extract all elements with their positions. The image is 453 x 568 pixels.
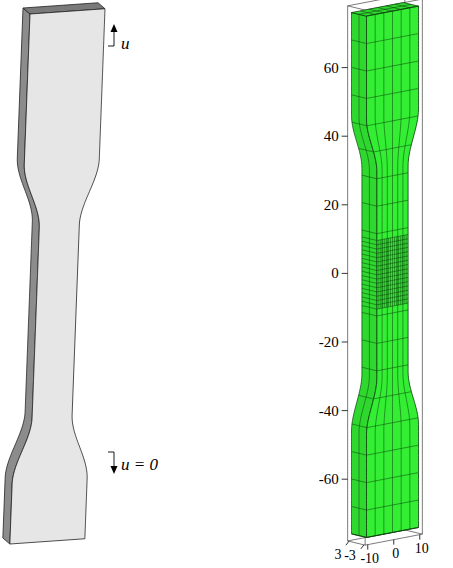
- mesh-line: [406, 235, 407, 304]
- displacement-label: u = 0: [121, 456, 158, 473]
- mesh-line: [388, 238, 389, 307]
- axis-tick: [342, 204, 348, 205]
- arrow-tick: [108, 452, 114, 453]
- mesh-line: [386, 239, 387, 308]
- axis-tick: [342, 273, 348, 274]
- mesh-line: [382, 239, 383, 308]
- specimen-illustration: [3, 3, 118, 544]
- mesh-line: [384, 13, 387, 534]
- mesh-line: [394, 237, 395, 306]
- axis-tick-label: -10: [360, 552, 379, 566]
- mesh-line: [400, 236, 401, 305]
- axis-tick: [342, 342, 348, 343]
- mesh-line: [378, 240, 379, 309]
- axis-tick: [361, 545, 364, 549]
- mesh-line: [384, 239, 385, 308]
- axis-tick-label: -40: [319, 403, 339, 418]
- axis-tick-label: -60: [319, 472, 339, 487]
- axis-tick: [367, 545, 368, 550]
- plot-box-edge: [422, 0, 423, 534]
- axis-tick-label: -3: [344, 549, 356, 563]
- axis-tick: [393, 540, 394, 545]
- axis-tick: [346, 541, 349, 545]
- mesh-line: [402, 236, 403, 305]
- axis-tick: [342, 410, 348, 411]
- arrow-shaft: [114, 31, 115, 46]
- mesh-line: [404, 235, 405, 304]
- mesh-front-face: [367, 6, 419, 537]
- specimen-front: [10, 9, 105, 544]
- arrow-tick: [108, 46, 114, 47]
- mesh-line: [380, 240, 381, 309]
- axis-tick: [342, 479, 348, 480]
- arrow-head: [111, 466, 118, 474]
- mesh-line: [392, 11, 393, 532]
- specimen-mesh: [352, 3, 419, 538]
- mesh-line: [398, 236, 399, 305]
- axis-tick-label: 0: [331, 266, 339, 281]
- mesh-line: [390, 238, 391, 307]
- mesh-line: [403, 8, 410, 529]
- axis-tick-label: 3: [335, 548, 342, 562]
- axis-tick-label: 60: [324, 60, 339, 75]
- mesh-line: [375, 14, 382, 535]
- axis-tick-label: 40: [324, 129, 339, 144]
- axis-tick: [342, 67, 348, 68]
- mesh-plot: [342, 0, 423, 550]
- axis-tick-label: 20: [324, 197, 339, 212]
- mesh-line: [398, 9, 401, 530]
- plot-box-edge: [348, 6, 366, 10]
- arrow-head: [111, 24, 118, 32]
- axis-tick-label: -20: [319, 335, 339, 350]
- plot-box-edge: [348, 541, 366, 545]
- axis-tick: [419, 535, 420, 540]
- load-arrows: [108, 24, 118, 474]
- arrow-shaft: [114, 452, 115, 467]
- axis-tick-label: 0: [392, 547, 399, 561]
- mesh-line: [396, 237, 397, 306]
- displacement-label: u: [121, 35, 130, 52]
- axis-tick-label: 10: [415, 542, 429, 556]
- axis-tick: [342, 136, 348, 137]
- plot-box-edge: [405, 530, 423, 534]
